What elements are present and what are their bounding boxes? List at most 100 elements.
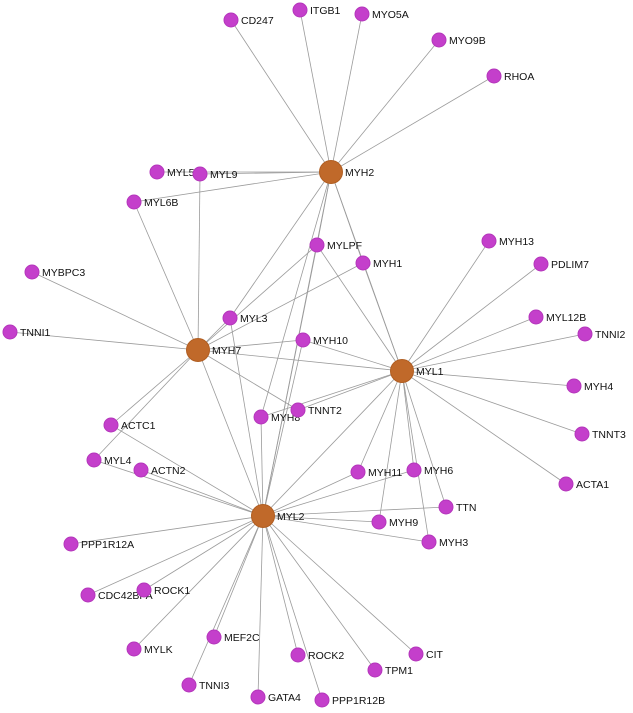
node-myo5a[interactable]: MYO5A — [354, 6, 409, 22]
protein-node-pdlim7[interactable] — [533, 256, 549, 272]
protein-node-gata4[interactable] — [250, 689, 266, 705]
node-mef2c[interactable]: MEF2C — [206, 629, 260, 645]
node-tnni1[interactable]: TNNI1 — [2, 324, 50, 340]
node-myh1[interactable]: MYH1 — [355, 255, 402, 271]
node-myh11[interactable]: MYH11 — [350, 464, 402, 480]
node-cd247[interactable]: CD247 — [223, 12, 274, 28]
protein-node-myl12b[interactable] — [528, 309, 544, 325]
protein-node-myh3[interactable] — [421, 534, 437, 550]
edge-myl2-myh11 — [262, 471, 359, 517]
protein-node-myl6b[interactable] — [126, 194, 142, 210]
edge-myl1-ttn — [401, 370, 447, 508]
node-myl2[interactable]: MYL2 — [251, 504, 305, 528]
protein-node-myh9[interactable] — [371, 514, 387, 530]
node-myl1[interactable]: MYL1 — [390, 359, 444, 383]
protein-node-mylpf[interactable] — [309, 237, 325, 253]
protein-node-rock1[interactable] — [136, 582, 152, 598]
node-gata4[interactable]: GATA4 — [250, 689, 301, 705]
protein-node-tnni3[interactable] — [181, 677, 197, 693]
protein-node-acta1[interactable] — [558, 476, 574, 492]
node-actn2[interactable]: ACTN2 — [133, 462, 186, 478]
protein-node-myh6[interactable] — [406, 462, 422, 478]
protein-node-myh11[interactable] — [350, 464, 366, 480]
protein-node-rhoa[interactable] — [486, 68, 502, 84]
node-myh2[interactable]: MYH2 — [319, 160, 375, 184]
protein-node-ppp1r12a[interactable] — [63, 536, 79, 552]
protein-node-cit[interactable] — [408, 646, 424, 662]
node-tnnt2[interactable]: TNNT2 — [290, 402, 342, 418]
hub-node-myh7[interactable] — [186, 338, 210, 362]
node-actc1[interactable]: ACTC1 — [103, 417, 156, 433]
node-myh10[interactable]: MYH10 — [295, 332, 348, 348]
protein-node-myh8[interactable] — [253, 409, 269, 425]
protein-node-myo5a[interactable] — [354, 6, 370, 22]
protein-node-mybpc3[interactable] — [24, 264, 40, 280]
node-rhoa[interactable]: RHOA — [486, 68, 534, 84]
protein-node-rock2[interactable] — [290, 647, 306, 663]
protein-node-myl3[interactable] — [222, 310, 238, 326]
protein-node-myh4[interactable] — [566, 378, 582, 394]
node-tnni2[interactable]: TNNI2 — [577, 326, 625, 342]
node-myl6b[interactable]: MYL6B — [126, 194, 178, 210]
node-myh13[interactable]: MYH13 — [481, 233, 534, 249]
edge-myh2-myl3 — [229, 171, 332, 319]
protein-node-actn2[interactable] — [133, 462, 149, 478]
protein-node-tnni2[interactable] — [577, 326, 593, 342]
node-ppp1r12b[interactable]: PPP1R12B — [314, 692, 385, 708]
node-myl4[interactable]: MYL4 — [86, 452, 132, 468]
edge-myh7-tnni1 — [9, 331, 199, 351]
node-ppp1r12a[interactable]: PPP1R12A — [63, 536, 134, 552]
node-myh8[interactable]: MYH8 — [253, 409, 300, 425]
protein-node-mef2c[interactable] — [206, 629, 222, 645]
hub-node-myl2[interactable] — [251, 504, 275, 528]
node-myh7[interactable]: MYH7 — [186, 338, 242, 362]
protein-node-myh13[interactable] — [481, 233, 497, 249]
protein-node-myl4[interactable] — [86, 452, 102, 468]
node-tnnt3[interactable]: TNNT3 — [574, 426, 626, 442]
node-tpm1[interactable]: TPM1 — [367, 662, 413, 678]
protein-node-myh10[interactable] — [295, 332, 311, 348]
node-acta1[interactable]: ACTA1 — [558, 476, 609, 492]
protein-node-tpm1[interactable] — [367, 662, 383, 678]
protein-node-itgb1[interactable] — [292, 2, 308, 18]
protein-node-tnnt2[interactable] — [290, 402, 306, 418]
node-mylpf[interactable]: MYLPF — [309, 237, 362, 253]
node-tnni3[interactable]: TNNI3 — [181, 677, 229, 693]
node-myl3[interactable]: MYL3 — [222, 310, 268, 326]
node-cit[interactable]: CIT — [408, 646, 444, 662]
protein-node-cd247[interactable] — [223, 12, 239, 28]
node-myh9[interactable]: MYH9 — [371, 514, 418, 530]
node-mylk[interactable]: MYLK — [126, 641, 173, 657]
edge-myl2-tpm1 — [262, 515, 376, 671]
hub-node-myl1[interactable] — [390, 359, 414, 383]
node-myl5[interactable]: MYL5 — [149, 164, 195, 180]
protein-node-tnnt3[interactable] — [574, 426, 590, 442]
node-label-ttn: TTN — [456, 502, 476, 514]
protein-node-actc1[interactable] — [103, 417, 119, 433]
node-myh3[interactable]: MYH3 — [421, 534, 468, 550]
node-myh6[interactable]: MYH6 — [406, 462, 453, 478]
protein-node-myo9b[interactable] — [431, 32, 447, 48]
protein-node-mylk[interactable] — [126, 641, 142, 657]
node-rock1[interactable]: ROCK1 — [136, 582, 190, 598]
node-myl9[interactable]: MYL9 — [192, 166, 238, 182]
protein-node-cdc42bpa[interactable] — [80, 587, 96, 603]
protein-node-ttn[interactable] — [438, 499, 454, 515]
node-myl12b[interactable]: MYL12B — [528, 309, 586, 325]
network-edges — [9, 9, 586, 701]
node-mybpc3[interactable]: MYBPC3 — [24, 264, 85, 280]
node-pdlim7[interactable]: PDLIM7 — [533, 256, 589, 272]
protein-node-myh1[interactable] — [355, 255, 371, 271]
node-ttn[interactable]: TTN — [438, 499, 476, 515]
protein-node-ppp1r12b[interactable] — [314, 692, 330, 708]
hub-node-myh2[interactable] — [319, 160, 343, 184]
protein-node-tnni1[interactable] — [2, 324, 18, 340]
node-itgb1[interactable]: ITGB1 — [292, 2, 341, 18]
edge-myh2-myo9b — [330, 39, 440, 173]
node-myh4[interactable]: MYH4 — [566, 378, 613, 394]
node-myo9b[interactable]: MYO9B — [431, 32, 486, 48]
node-label-myl6b: MYL6B — [144, 197, 178, 209]
node-rock2[interactable]: ROCK2 — [290, 647, 344, 663]
protein-node-myl9[interactable] — [192, 166, 208, 182]
protein-node-myl5[interactable] — [149, 164, 165, 180]
